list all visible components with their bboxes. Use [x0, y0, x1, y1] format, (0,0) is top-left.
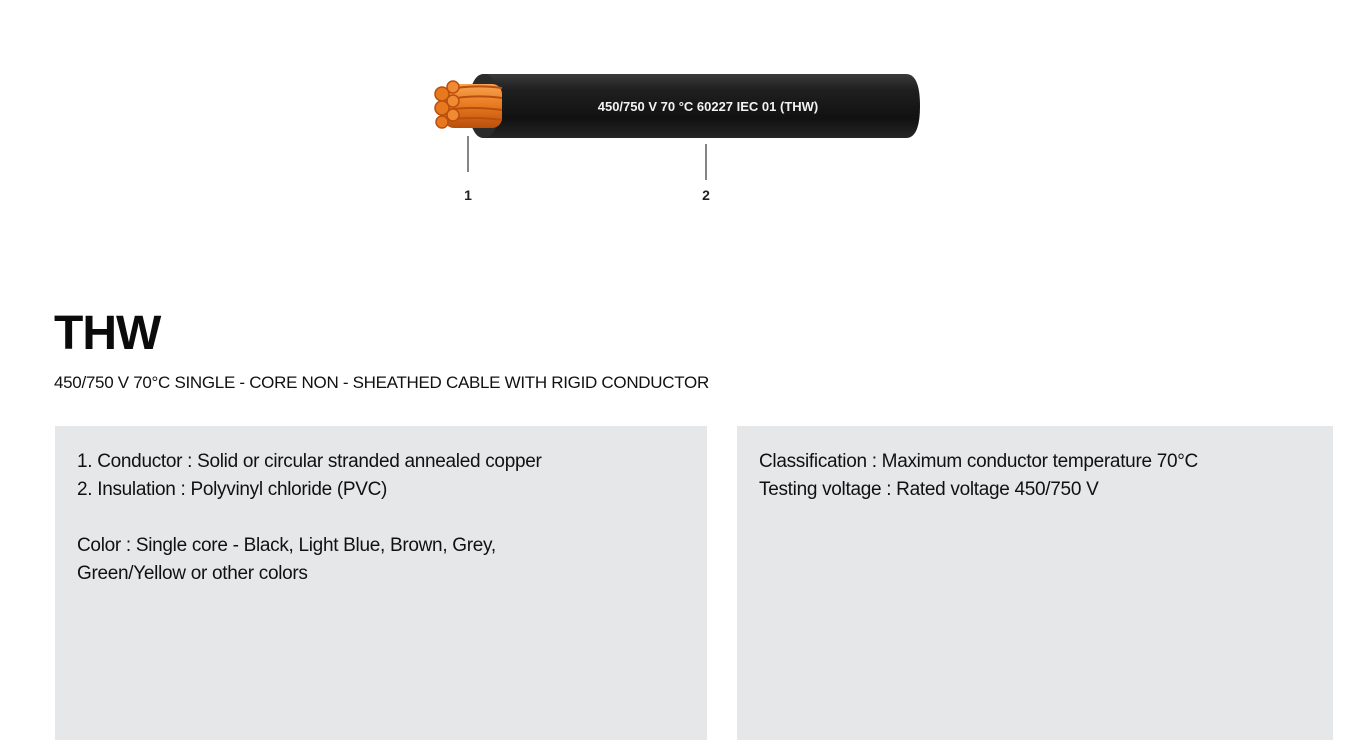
callout-label-2: 2 [702, 187, 710, 203]
ratings-panel: Classification : Maximum conductor tempe… [737, 426, 1333, 740]
cable-illustration: 450/750 V 70 °C 60227 IEC 01 (THW) 1 2 [434, 74, 920, 203]
spacer [77, 504, 685, 532]
color-spec-line-2: Green/Yellow or other colors [77, 563, 308, 584]
color-spec-line-1: Color : Single core - Black, Light Blue,… [77, 535, 496, 556]
classification-spec: Classification : Maximum conductor tempe… [759, 451, 1198, 472]
construction-panel: 1. Conductor : Solid or circular strande… [55, 426, 707, 740]
cable-diagram: 450/750 V 70 °C 60227 IEC 01 (THW) 1 2 [420, 60, 940, 210]
product-title: THW [54, 307, 161, 360]
testing-voltage-spec: Testing voltage : Rated voltage 450/750 … [759, 479, 1099, 500]
product-subtitle: 450/750 V 70°C SINGLE - CORE NON - SHEAT… [54, 373, 709, 392]
insulation-spec: 2. Insulation : Polyvinyl chloride (PVC) [77, 479, 388, 500]
conductor-spec: 1. Conductor : Solid or circular strande… [77, 451, 542, 472]
copper-conductor [434, 80, 503, 129]
cable-print-text: 450/750 V 70 °C 60227 IEC 01 (THW) [598, 99, 819, 114]
callout-label-1: 1 [464, 187, 472, 203]
